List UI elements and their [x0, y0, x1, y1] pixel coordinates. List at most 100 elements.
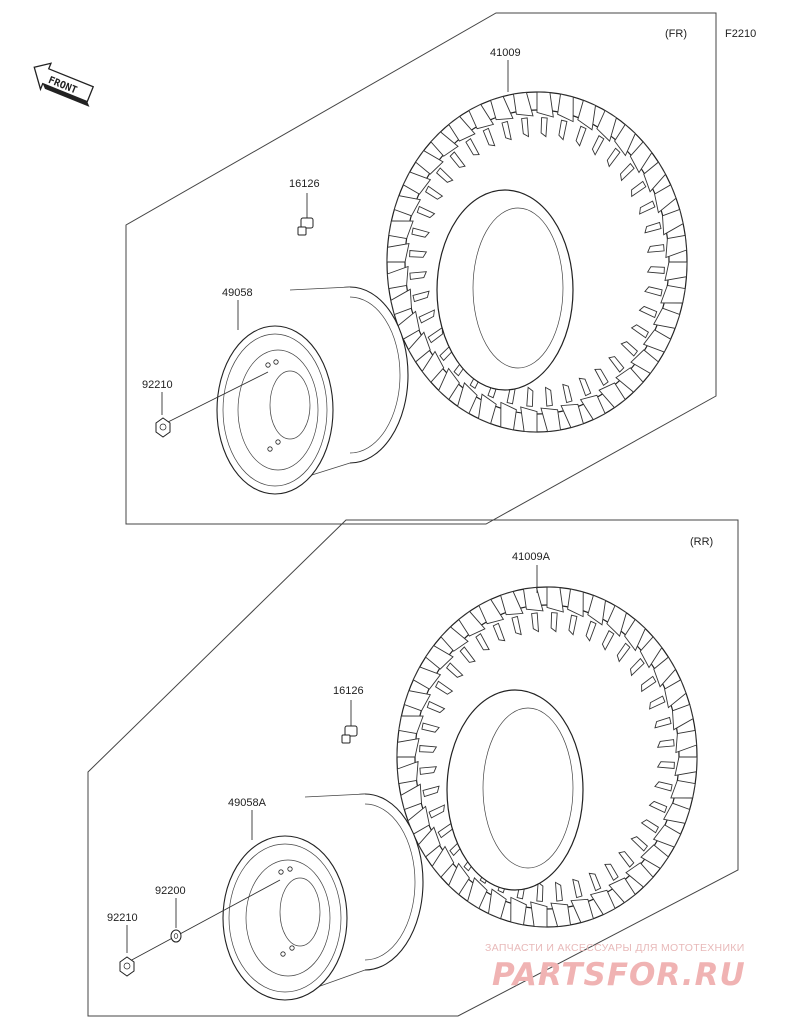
figure-code: F2210: [725, 28, 756, 40]
tread-block: [630, 836, 649, 852]
tread-lug: [402, 171, 432, 195]
tread-block: [531, 612, 540, 633]
tread-block: [411, 227, 430, 238]
tread-block: [465, 138, 480, 156]
tread-block: [639, 200, 656, 215]
tread-lug: [625, 862, 654, 888]
tread-block: [425, 185, 444, 200]
tread-block: [591, 135, 605, 156]
watermark-tagline: ЗАПЧАСТИ И АКСЕССУАРЫ ДЛЯ МОТОТЕХНИКИ: [485, 942, 745, 954]
tread-lug: [663, 802, 691, 824]
tread-block: [654, 716, 672, 729]
tread-lug: [624, 618, 646, 652]
tread-block: [449, 151, 466, 168]
tread-lug: [630, 349, 660, 374]
tread-block: [427, 326, 443, 344]
tread-lug: [500, 590, 524, 616]
tread-block: [644, 221, 662, 234]
tread-block: [616, 642, 631, 663]
rear-tag: (RR): [690, 536, 713, 548]
tread-lug: [458, 610, 486, 637]
rear-wheel-part: 49058A: [228, 797, 267, 809]
tread-lug: [660, 284, 686, 304]
tread-block: [641, 675, 657, 693]
tread-block: [572, 878, 583, 899]
tread-lug: [598, 382, 626, 409]
tread-lug: [490, 95, 514, 121]
tread-lug: [629, 141, 653, 174]
tread-block: [562, 383, 573, 404]
tread-lug: [606, 604, 627, 637]
tread-block: [426, 700, 446, 714]
tread-lug: [577, 99, 596, 131]
tread-lug: [398, 715, 424, 735]
tread-block: [558, 119, 568, 141]
tread-lug: [468, 103, 495, 130]
tread-lug: [412, 666, 442, 690]
tread-block: [435, 680, 454, 695]
tread-lug: [536, 91, 554, 118]
tread-lug: [579, 394, 606, 421]
front-nut-part: 92210: [142, 379, 173, 391]
tread-lug: [654, 184, 677, 214]
rear-washer-part: 92200: [155, 885, 186, 897]
tread-lug: [424, 645, 454, 670]
tread-lug: [478, 393, 497, 425]
tread-block: [409, 250, 428, 258]
tread-lug: [421, 350, 445, 383]
tread-lug: [670, 779, 696, 799]
tread-block: [419, 766, 438, 775]
tread-lug: [386, 243, 410, 263]
tread-lug: [589, 889, 616, 916]
rear-washer: [170, 929, 182, 943]
tread-lug: [596, 109, 617, 142]
tread-block: [640, 819, 659, 834]
tread-lug: [467, 877, 488, 910]
tread-block: [511, 615, 522, 636]
tread-lug: [403, 690, 431, 712]
tread-block: [568, 614, 578, 636]
tread-block: [421, 722, 440, 733]
front-tag: (FR): [665, 28, 687, 40]
tread-block: [656, 739, 675, 748]
tread-lug: [522, 586, 544, 612]
tread-lug: [407, 331, 431, 363]
tread-lug: [664, 261, 688, 281]
tread-block: [638, 305, 658, 319]
tread-lug: [642, 329, 672, 353]
tread-lug: [665, 234, 688, 259]
rear-nut-part: 92210: [107, 912, 138, 924]
front-frame: [125, 12, 717, 525]
tread-block: [630, 657, 645, 677]
tread-block: [418, 309, 435, 324]
tread-lug: [567, 588, 584, 618]
tread-lug: [675, 729, 698, 754]
tread-lug: [478, 598, 505, 625]
tread-lug: [587, 594, 606, 626]
tread-lug: [614, 123, 636, 157]
tread-block: [585, 620, 597, 642]
tread-lug: [448, 115, 476, 142]
tread-lug: [643, 161, 667, 193]
tread-block: [521, 117, 530, 138]
tread-lug: [530, 901, 548, 928]
tread-block: [588, 872, 602, 892]
tread-lug: [570, 898, 594, 924]
rear-valve-part: 16126: [333, 685, 364, 697]
tread-block: [620, 341, 639, 357]
tread-block: [646, 244, 665, 253]
tread-lug: [414, 150, 444, 175]
tread-lug: [407, 805, 430, 835]
tread-block: [648, 800, 668, 814]
tread-block: [646, 266, 665, 274]
tread-lug: [546, 586, 564, 613]
tread-block: [601, 630, 615, 651]
tread-lug: [608, 877, 636, 904]
rear-lug-nut: [119, 956, 135, 977]
tread-lug: [457, 382, 478, 415]
tread-block: [482, 127, 496, 147]
tread-lug: [520, 406, 538, 433]
tread-lug: [639, 636, 663, 669]
tread-block: [526, 386, 534, 407]
